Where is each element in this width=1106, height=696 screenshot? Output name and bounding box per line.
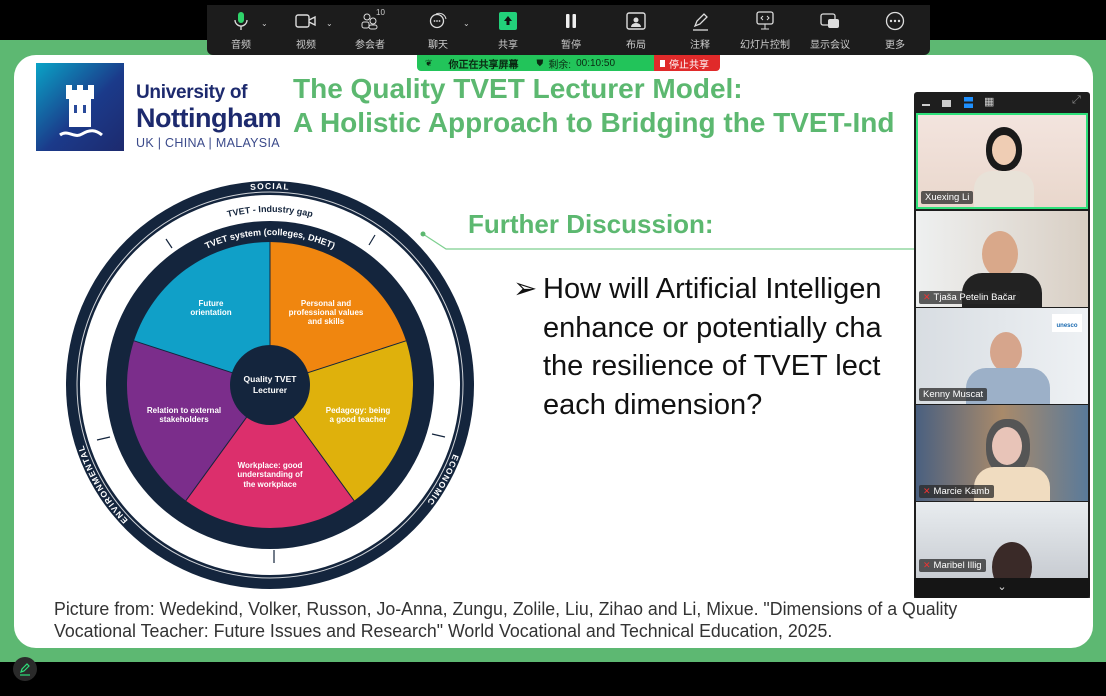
stop-share-button[interactable]: 停止共享 <box>654 55 720 71</box>
bullet-line: the resilience of TVET lect <box>543 350 881 383</box>
annotate-pen-icon <box>693 13 708 31</box>
muted-mic-icon: ✕ <box>923 560 931 570</box>
participant-tile[interactable]: Xuexing Li <box>916 113 1088 209</box>
participant-tile[interactable]: ✕Marcie Kamb <box>916 405 1088 501</box>
toolbar-label: 聊天 <box>428 40 448 51</box>
toolbar-label: 显示会议 <box>810 40 850 51</box>
remaining-label: 剩余: <box>548 59 572 71</box>
more-icon <box>885 11 905 31</box>
sharing-status-text: 你正在共享屏幕 <box>448 59 519 71</box>
university-logo-text: University of Nottingham UK | CHINA | MA… <box>136 82 281 150</box>
participant-tile[interactable]: unesco Kenny Muscat <box>916 308 1088 404</box>
muted-mic-icon: ✕ <box>923 292 931 302</box>
annotation-pencil-button[interactable] <box>13 657 37 681</box>
title-line-1: The Quality TVET Lecturer Model: <box>293 73 743 104</box>
layout-button[interactable]: 布局 <box>606 9 666 51</box>
participant-tile[interactable]: ✕Tjaša Petelin Bačar <box>916 211 1088 307</box>
participants-icon <box>361 13 378 30</box>
participant-name: Maribel Illig <box>933 560 982 571</box>
remaining-time: 00:10:50 <box>576 57 616 69</box>
share-button[interactable]: 共享 <box>478 9 538 51</box>
bullet-arrow-icon: ➢ <box>513 273 538 305</box>
layout-icon <box>626 12 646 30</box>
muted-mic-icon: ✕ <box>923 486 931 496</box>
pencil-icon <box>20 663 30 676</box>
participants-video-panel: ▦ ⤢ Xuexing Li ✕Tjaša Petelin Bačar unes… <box>914 92 1090 598</box>
title-line-2: A Holistic Approach to Bridging the TVET… <box>293 107 895 138</box>
citation-line-1: Picture from: Wedekind, Volker, Russon, … <box>54 598 958 619</box>
video-button[interactable]: 视频 ⌄ <box>276 9 336 51</box>
chevron-down-icon[interactable]: ⌄ <box>261 19 268 28</box>
share-screen-icon <box>499 12 517 30</box>
toolbar-label: 参会者 <box>355 40 385 51</box>
castle-icon <box>59 85 103 137</box>
stop-icon <box>660 59 665 67</box>
logo-line-1: University of <box>136 82 248 103</box>
discussion-bullet: ➢ How will Artificial Intelligen enhance… <box>513 270 882 425</box>
citation: Picture from: Wedekind, Volker, Russon, … <box>54 598 957 642</box>
shield-icon: ⛊ <box>536 57 544 68</box>
citation-line-2: Vocational Teacher: Future Issues and Re… <box>54 620 833 641</box>
expand-icon[interactable]: ⤢ <box>1072 94 1081 106</box>
sharing-status-bar: ❦ 你正在共享屏幕 ⛊ 剩余: 00:10:50 <box>417 55 654 71</box>
toolbar-label: 暂停 <box>561 40 581 51</box>
panel-view-controls: ▦ ⤢ <box>914 92 1090 112</box>
unesco-logo: unesco <box>1052 314 1082 332</box>
speaker-view-icon[interactable] <box>942 100 951 107</box>
strip-view-icon[interactable] <box>964 97 973 108</box>
university-logo-crest <box>36 63 124 151</box>
slide-control-icon <box>756 11 774 30</box>
show-meeting-button[interactable]: 显示会议 <box>800 9 860 51</box>
participant-name: Kenny Muscat <box>923 389 984 400</box>
meeting-toolbar: 音频 ⌄ 视频 ⌄ 参会者 10 聊天 ⌄ 共享 暂停 布局 注释 幻灯片控制 … <box>207 5 930 55</box>
toolbar-label: 共享 <box>498 40 518 51</box>
bullet-line: each dimension? <box>543 389 763 422</box>
chevron-down-icon[interactable]: ⌄ <box>326 19 333 28</box>
microphone-icon <box>234 12 248 30</box>
toolbar-label: 视频 <box>296 40 316 51</box>
chevron-down-icon[interactable]: ⌄ <box>463 19 470 28</box>
chat-icon <box>429 12 447 29</box>
leaf-icon: ❦ <box>425 57 433 68</box>
participant-name: Tjaša Petelin Bačar <box>933 292 1016 303</box>
chat-button[interactable]: 聊天 ⌄ <box>408 9 470 51</box>
more-button[interactable]: 更多 <box>865 9 925 51</box>
participant-name: Marcie Kamb <box>933 486 990 497</box>
toolbar-label: 更多 <box>885 40 905 51</box>
toolbar-label: 幻灯片控制 <box>740 40 790 51</box>
stop-share-label: 停止共享 <box>669 59 709 71</box>
participant-name: Xuexing Li <box>925 192 970 203</box>
participant-tile[interactable]: ✕Maribel Illig <box>916 502 1088 578</box>
annotate-button[interactable]: 注释 <box>670 9 730 51</box>
participants-button[interactable]: 参会者 10 <box>340 8 400 51</box>
toolbar-label: 注释 <box>690 40 710 51</box>
slide-control-button[interactable]: 幻灯片控制 <box>735 9 795 51</box>
audio-button[interactable]: 音频 ⌄ <box>211 9 271 51</box>
toolbar-label: 布局 <box>626 40 646 51</box>
scroll-down-chevron-icon[interactable]: ⌄ <box>914 578 1090 598</box>
pause-icon <box>566 14 576 28</box>
slide-title: The Quality TVET Lecturer Model: A Holis… <box>293 72 894 140</box>
bullet-line: enhance or potentially cha <box>543 311 882 344</box>
minimize-icon[interactable] <box>922 104 930 106</box>
pause-share-button[interactable]: 暂停 <box>541 9 601 51</box>
bullet-line: How will Artificial Intelligen <box>543 273 882 305</box>
video-camera-icon <box>295 14 316 28</box>
toolbar-label: 音频 <box>231 40 251 51</box>
participant-count-badge: 10 <box>376 8 385 17</box>
logo-line-3: UK | CHINA | MALAYSIA <box>136 136 280 150</box>
gallery-view-icon[interactable]: ▦ <box>984 96 995 108</box>
logo-line-2: Nottingham <box>136 103 281 133</box>
section-heading: Further Discussion: <box>468 209 714 239</box>
show-meeting-icon <box>820 13 839 28</box>
